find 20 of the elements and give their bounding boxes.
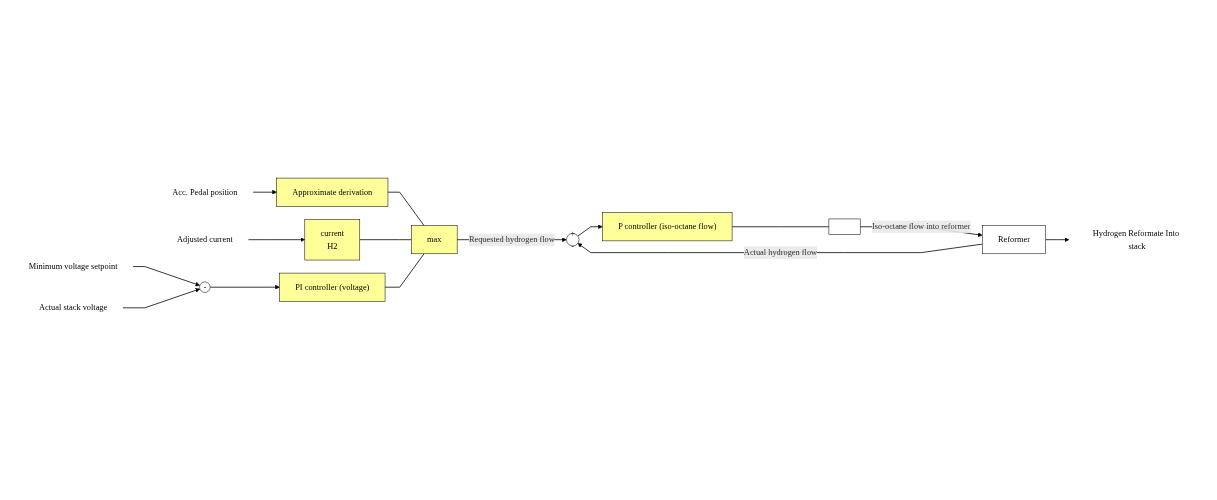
node-box: Reformer <box>981 225 1046 255</box>
connector <box>731 226 829 228</box>
node-text: Minimum voltage setpoint <box>28 261 117 271</box>
node-box <box>828 218 860 235</box>
node-circle: - <box>198 281 210 293</box>
node-text: Hydrogen Reformate Into stack <box>1092 228 1179 251</box>
node-box: PI controller (voltage) <box>278 272 385 302</box>
node-box: max <box>410 225 457 255</box>
node-box: P controller (iso-octane flow) <box>601 212 732 242</box>
edge-label: Iso-octane flow into reformer <box>871 222 971 231</box>
node-text: Actual stack voltage <box>38 303 107 312</box>
edge-label: Actual hydrogen flow <box>743 247 817 257</box>
node-box: current H2 <box>304 219 360 261</box>
node-box: Approximate derivation <box>275 177 388 207</box>
node-text: Acc. Pedal position <box>171 187 237 197</box>
connector <box>384 253 424 288</box>
node-circle: + - <box>565 233 579 247</box>
edge-label: Requested hydrogen flow <box>468 234 555 244</box>
connector <box>387 191 424 226</box>
node-text: Adjusted current <box>176 234 233 244</box>
